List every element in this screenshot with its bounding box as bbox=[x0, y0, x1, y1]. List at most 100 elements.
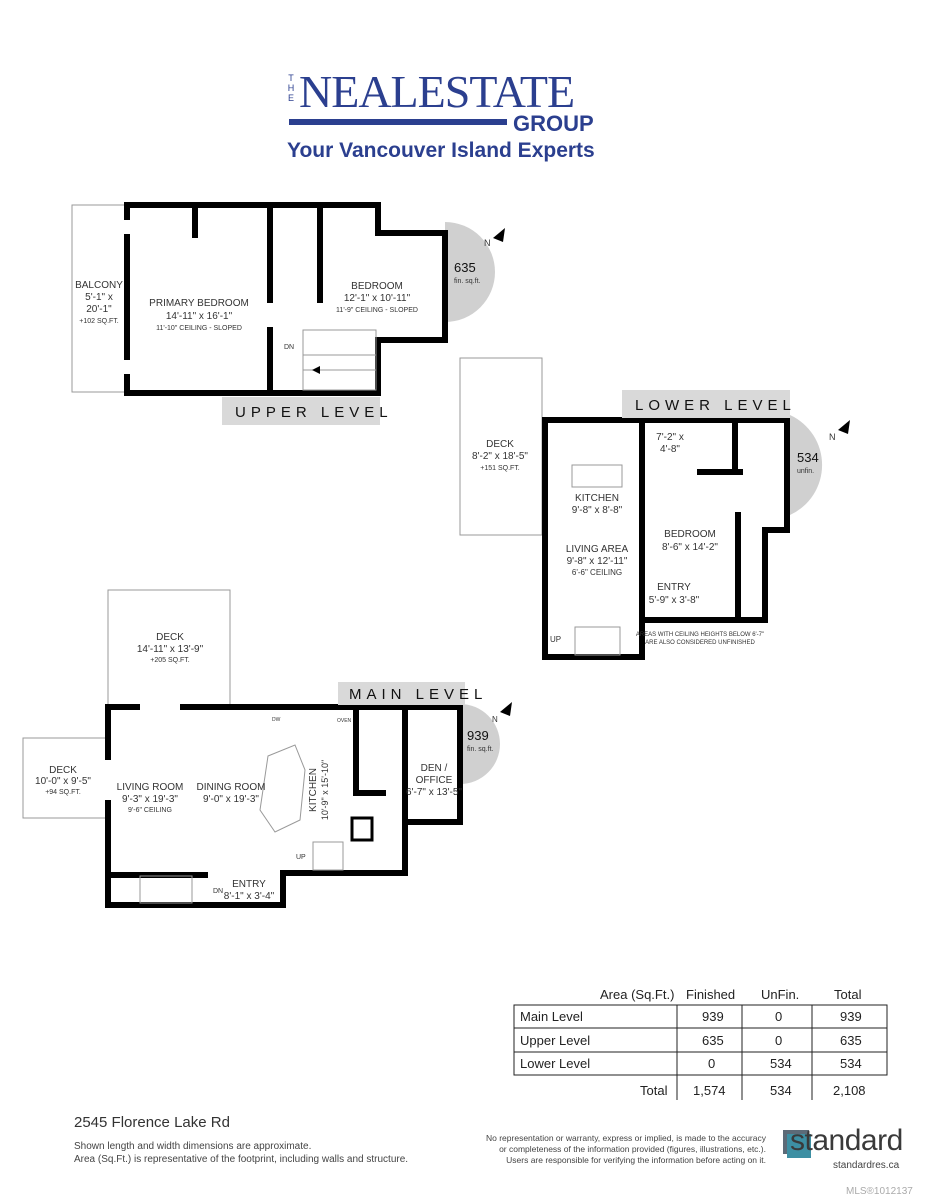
living-area-ceiling: 6'-6" CEILING bbox=[572, 568, 622, 577]
main-level-tag bbox=[338, 682, 465, 705]
living-room-label: LIVING ROOM bbox=[117, 782, 184, 793]
deck-left-extra: +94 SQ.FT. bbox=[45, 789, 81, 796]
deck-label: DECK bbox=[486, 439, 514, 450]
kitchen-island bbox=[259, 744, 306, 833]
stairs-up-label: UP bbox=[296, 854, 306, 861]
row-total: 635 bbox=[840, 1033, 862, 1048]
entry-label: ENTRY bbox=[232, 879, 266, 890]
north-label: N bbox=[829, 432, 836, 442]
unfinished-note-2: ARE ALSO CONSIDERED UNFINISHED bbox=[645, 640, 755, 646]
bedroom-ceiling: 11'-9" CEILING - SLOPED bbox=[336, 307, 418, 314]
row-unfin: 0 bbox=[775, 1009, 783, 1024]
upper-area-note: fin. sq.ft. bbox=[454, 278, 481, 285]
logo-group: GROUP bbox=[513, 111, 594, 136]
standard-brand: standard bbox=[790, 1124, 903, 1157]
deck-extra: +151 SQ.FT. bbox=[480, 465, 520, 472]
kitchen-island bbox=[571, 464, 623, 488]
laundry-dim-2: 4'-8" bbox=[660, 444, 680, 455]
kitchen-label: KITCHEN bbox=[575, 493, 619, 504]
header-finished: Finished bbox=[686, 987, 736, 1002]
mls-number: MLS®1012137 bbox=[846, 1186, 913, 1197]
north-label: N bbox=[492, 715, 498, 724]
main-area-note: fin. sq.ft. bbox=[467, 746, 494, 753]
header-unfin: UnFin. bbox=[761, 987, 800, 1002]
entry-dim: 5'-9" x 3'-8" bbox=[649, 595, 700, 606]
lower-level-tag bbox=[622, 390, 790, 418]
living-area-dim: 9'-8" x 12'-11" bbox=[567, 556, 628, 567]
lower-area-note: unfin. bbox=[797, 468, 814, 475]
kitchen-label: KITCHEN bbox=[308, 768, 319, 812]
disclaimer-line-2: or completeness of the information provi… bbox=[499, 1144, 766, 1154]
north-arrow-icon bbox=[493, 228, 505, 242]
total-unfin: 534 bbox=[770, 1083, 792, 1098]
logo-name: NEALESTATE bbox=[299, 66, 575, 117]
area-badge-circle bbox=[460, 704, 500, 784]
upper-level-label: UPPER LEVEL bbox=[235, 404, 393, 421]
lower-level-plan: N 534 unfin. DECK 8'-2" x 18'-5" +151 SQ… bbox=[459, 357, 850, 660]
row-unfin: 534 bbox=[770, 1056, 792, 1071]
primary-bedroom-dim: 14'-11" x 16'-1" bbox=[166, 311, 233, 322]
upper-area-value: 635 bbox=[454, 260, 476, 275]
dimension-note: Shown length and width dimensions are ap… bbox=[74, 1141, 312, 1152]
bedroom-dim: 8'-6" x 14'-2" bbox=[662, 542, 718, 553]
total-label: Total bbox=[640, 1083, 668, 1098]
disclaimer-line-3: Users are responsible for verifying the … bbox=[506, 1155, 766, 1165]
upper-level-tag bbox=[222, 397, 380, 425]
dining-room-dim: 9'-0" x 19'-3" bbox=[203, 794, 259, 805]
bedroom-label: BEDROOM bbox=[351, 281, 403, 292]
oven-label: OVEN bbox=[337, 718, 352, 724]
entry-dim: 8'-1" x 3'-4" bbox=[224, 891, 275, 902]
header-total: Total bbox=[834, 987, 862, 1002]
bedroom-dim: 12'-1" x 10'-11" bbox=[344, 293, 411, 304]
balcony-label: BALCONY bbox=[75, 280, 123, 291]
logo-bar bbox=[289, 119, 507, 125]
deck-dim: 8'-2" x 18'-5" bbox=[472, 451, 528, 462]
main-area-value: 939 bbox=[467, 728, 489, 743]
main-level-plan: 939 fin. sq.ft. N DECK 14'-11" x 13'-9" … bbox=[22, 589, 512, 908]
main-exterior-walls bbox=[105, 704, 463, 908]
den-dim: 6'-7" x 13'-5" bbox=[406, 787, 462, 798]
row-total: 939 bbox=[840, 1009, 862, 1024]
lower-level-label: LOWER LEVEL bbox=[635, 397, 796, 414]
row-level: Main Level bbox=[520, 1009, 583, 1024]
property-info: 2545 Florence Lake Rd Shown length and w… bbox=[20, 1110, 420, 1178]
kitchen-dim: 10'-9" x 15'-10" bbox=[320, 760, 330, 820]
brokerage-logo: THE NEALESTATE GROUP Your Vancouver Isla… bbox=[275, 35, 627, 178]
unfinished-note-1: AREAS WITH CEILING HEIGHTS BELOW 6'-7" bbox=[636, 632, 764, 638]
area-badge-circle bbox=[790, 415, 823, 515]
stairs bbox=[574, 626, 621, 656]
area-badge-circle bbox=[445, 222, 495, 322]
row-finished: 0 bbox=[708, 1056, 716, 1071]
laundry-dim-1: 7'-2" x bbox=[656, 432, 684, 443]
upper-level-plan: N 635 fin. sq.ft. BALCONY 5'-1" x 20'-1"… bbox=[71, 202, 505, 425]
row-level: Lower Level bbox=[520, 1056, 591, 1071]
north-label: N bbox=[484, 238, 491, 248]
logo-tagline: Your Vancouver Island Experts bbox=[287, 139, 595, 162]
primary-bedroom-label: PRIMARY BEDROOM bbox=[149, 298, 249, 309]
stair-arrow-icon bbox=[312, 366, 320, 374]
entry-label: ENTRY bbox=[657, 582, 691, 593]
header-area: Area (Sq.Ft.) bbox=[600, 987, 675, 1002]
balcony-extra: +102 SQ.FT. bbox=[79, 318, 119, 325]
area-note: Area (Sq.Ft.) is representative of the f… bbox=[74, 1154, 409, 1165]
den-label-2: OFFICE bbox=[416, 775, 453, 786]
balcony-dim-1: 5'-1" x bbox=[85, 292, 113, 303]
stairs-dn-label: DN bbox=[213, 888, 223, 895]
row-total: 534 bbox=[840, 1056, 862, 1071]
deck-left-label: DECK bbox=[49, 765, 77, 776]
disclaimer: No representation or warranty, express o… bbox=[460, 1133, 766, 1166]
dishwasher-label: DW bbox=[272, 717, 281, 723]
deck-top-dim: 14'-11" x 13'-9" bbox=[137, 644, 204, 655]
deck-top-extra: +205 SQ.FT. bbox=[150, 657, 190, 664]
living-room-dim: 9'-3" x 19'-3" bbox=[122, 794, 178, 805]
stairs bbox=[139, 875, 193, 904]
north-arrow-icon bbox=[838, 420, 850, 434]
utility-closet bbox=[350, 816, 374, 842]
primary-bedroom-ceiling: 11'-10" CEILING - SLOPED bbox=[156, 325, 242, 332]
living-room-ceiling: 9'-6" CEILING bbox=[128, 807, 172, 814]
logo-the: THE bbox=[287, 73, 295, 103]
standard-logo-icon bbox=[781, 1130, 811, 1158]
deck-top-label: DECK bbox=[156, 632, 184, 643]
upper-exterior-walls bbox=[124, 202, 448, 396]
